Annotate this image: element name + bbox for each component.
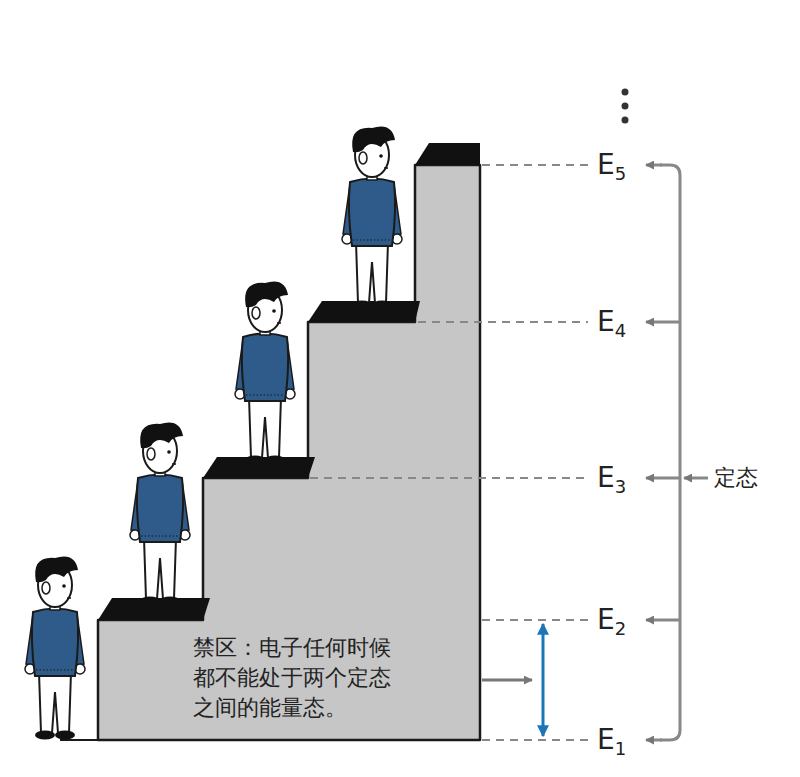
energy-level-label: E2 xyxy=(597,603,626,637)
bracket-label: 定态 xyxy=(714,464,758,492)
energy-level-label: E3 xyxy=(597,461,626,495)
energy-level-label: E4 xyxy=(597,305,626,339)
energy-level-label: E1 xyxy=(597,723,626,757)
note-text: 禁区：电子任何时候都不能处于两个定态之间的能量态。 xyxy=(193,633,398,723)
energy-level-label: E5 xyxy=(597,148,626,182)
